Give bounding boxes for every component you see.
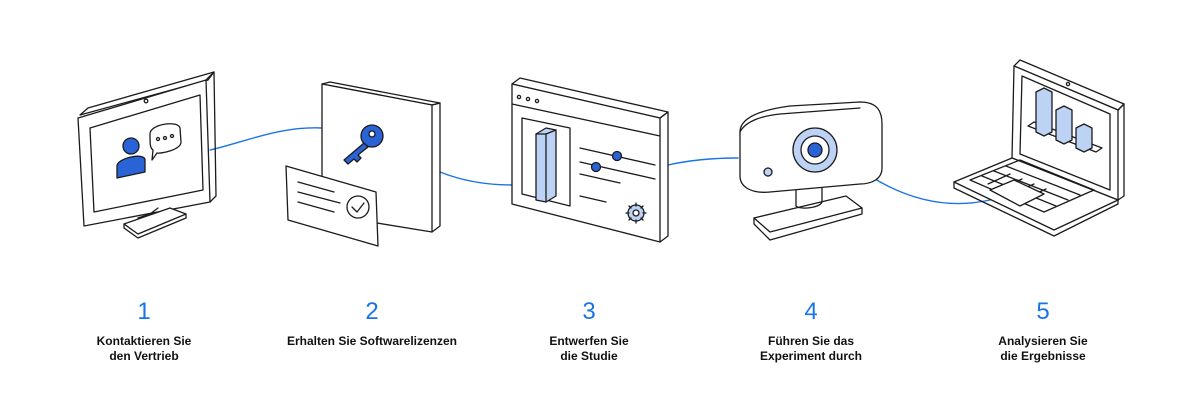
step-1: 1 Kontaktieren Sie den Vertrieb [34,298,254,364]
step-label: Kontaktieren Sie den Vertrieb [96,334,192,363]
step-3: 3 Entwerfen Sie die Studie [479,298,699,364]
connector-lines [209,127,991,205]
step-label: Entwerfen Sie die Studie [549,334,629,363]
license-key-icon [285,81,441,247]
step-number: 5 [1036,298,1050,325]
laptop-chart-icon [953,59,1125,237]
step-label: Führen Sie das Experiment durch [759,334,863,363]
step-4: 4 Führen Sie das Experiment durch [701,298,921,364]
design-window-icon [511,77,669,243]
step-5: 5 Analysieren Sie die Ergebnisse [933,298,1153,364]
step-label: Analysieren Sie die Ergebnisse [998,334,1088,363]
step-2: 2 Erhalten Sie Softwarelizenzen [262,298,482,349]
step-number: 4 [804,298,818,325]
step-number: 1 [137,298,151,325]
webcam-icon [739,101,883,241]
step-label: Erhalten Sie Softwarelizenzen [286,334,458,348]
monitor-contact-icon [77,71,217,239]
step-number: 3 [582,298,596,325]
step-number: 2 [365,298,379,325]
